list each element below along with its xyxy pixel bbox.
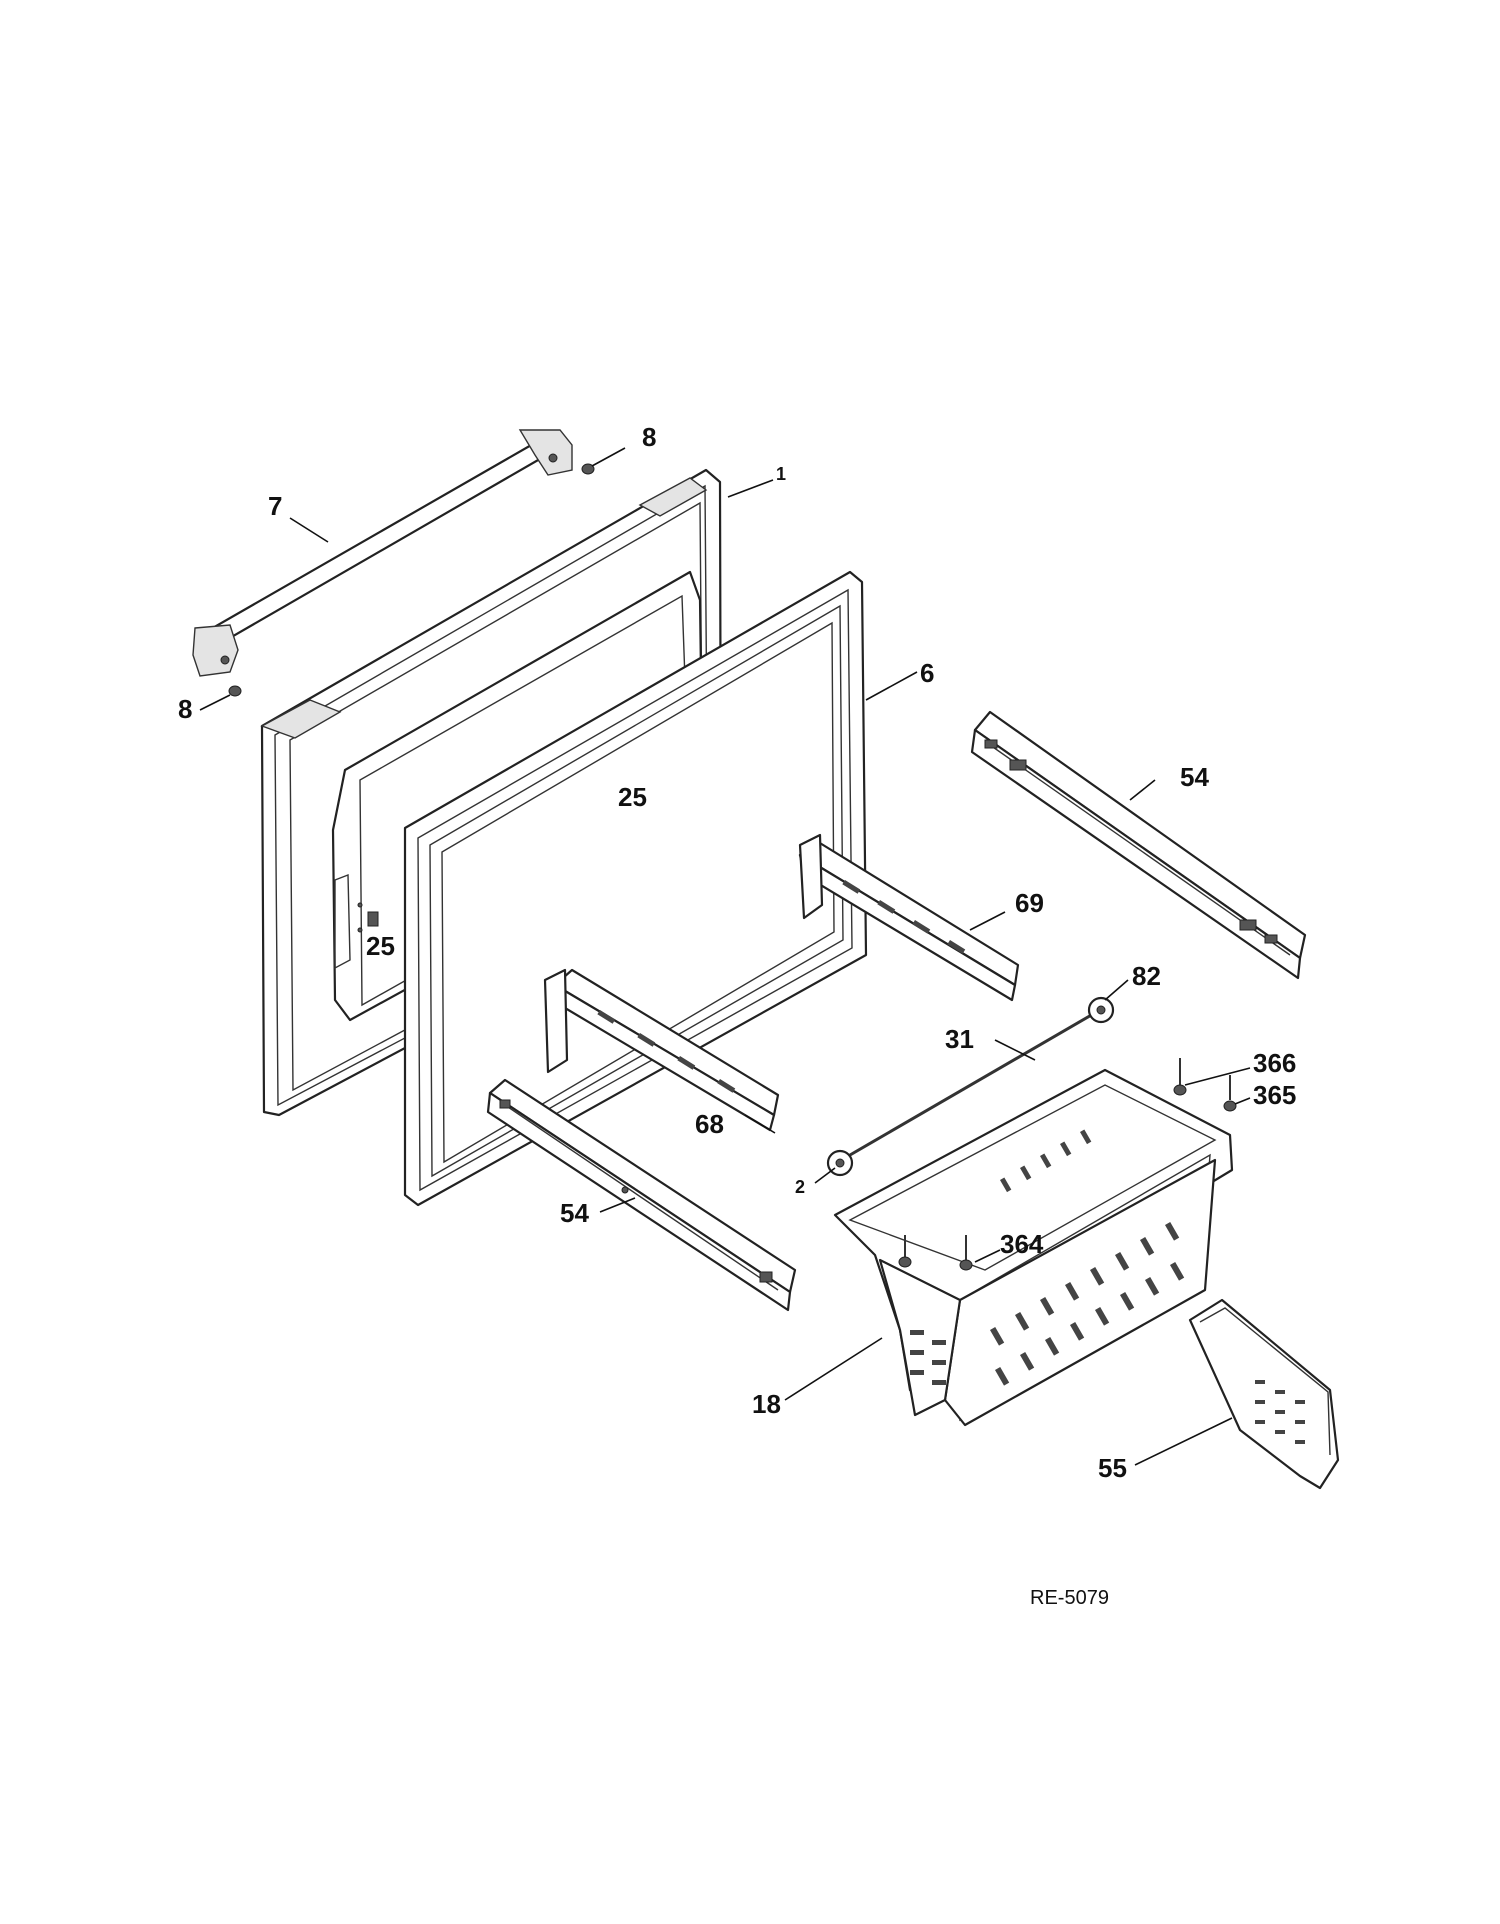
callout-69: 69 bbox=[1015, 888, 1044, 918]
callout-18: 18 bbox=[752, 1389, 781, 1419]
drawer-slide-right-part bbox=[970, 710, 1307, 980]
diagram-reference-code: RE-5079 bbox=[1030, 1587, 1109, 1609]
callout-6: 6 bbox=[920, 658, 934, 688]
callout-364: 364 bbox=[1000, 1229, 1044, 1259]
callout-8-top: 8 bbox=[642, 422, 656, 452]
gear-82-part bbox=[1087, 996, 1115, 1024]
callout-8-bottom: 8 bbox=[178, 694, 192, 724]
callout-54-right: 54 bbox=[1180, 762, 1209, 792]
leader-lines bbox=[199, 447, 1251, 1466]
drawer-basket-part bbox=[833, 1068, 1234, 1427]
callout-25-lower: 25 bbox=[366, 931, 395, 961]
callout-366: 366 bbox=[1253, 1048, 1296, 1078]
drawer-slide-left-part bbox=[486, 1078, 797, 1312]
door-handle-part bbox=[192, 429, 573, 677]
callout-7: 7 bbox=[268, 491, 282, 521]
drawer-rod-part bbox=[849, 1008, 1101, 1157]
callout-54-left: 54 bbox=[560, 1198, 589, 1228]
callout-labels: 7 8 1 8 6 25 25 54 69 82 31 366 365 68 2… bbox=[178, 422, 1296, 1483]
pin-364b-part bbox=[898, 1235, 912, 1268]
callout-1: 1 bbox=[776, 464, 786, 484]
callout-365: 365 bbox=[1253, 1080, 1296, 1110]
bracket-right-part bbox=[798, 833, 1020, 1002]
screw-bottom-part bbox=[228, 685, 242, 697]
basket-divider-part bbox=[1188, 1298, 1340, 1490]
door-gasket-part bbox=[403, 570, 868, 1207]
screw-top-part bbox=[581, 463, 595, 475]
callout-31: 31 bbox=[945, 1024, 974, 1054]
callout-55: 55 bbox=[1098, 1453, 1127, 1483]
callout-2: 2 bbox=[795, 1177, 805, 1197]
pin-365-part bbox=[1223, 1075, 1237, 1112]
pin-364-part bbox=[959, 1235, 973, 1271]
callout-68: 68 bbox=[695, 1109, 724, 1139]
pin-366-part bbox=[1173, 1058, 1187, 1096]
callout-82: 82 bbox=[1132, 961, 1161, 991]
callout-25-upper: 25 bbox=[618, 782, 647, 812]
